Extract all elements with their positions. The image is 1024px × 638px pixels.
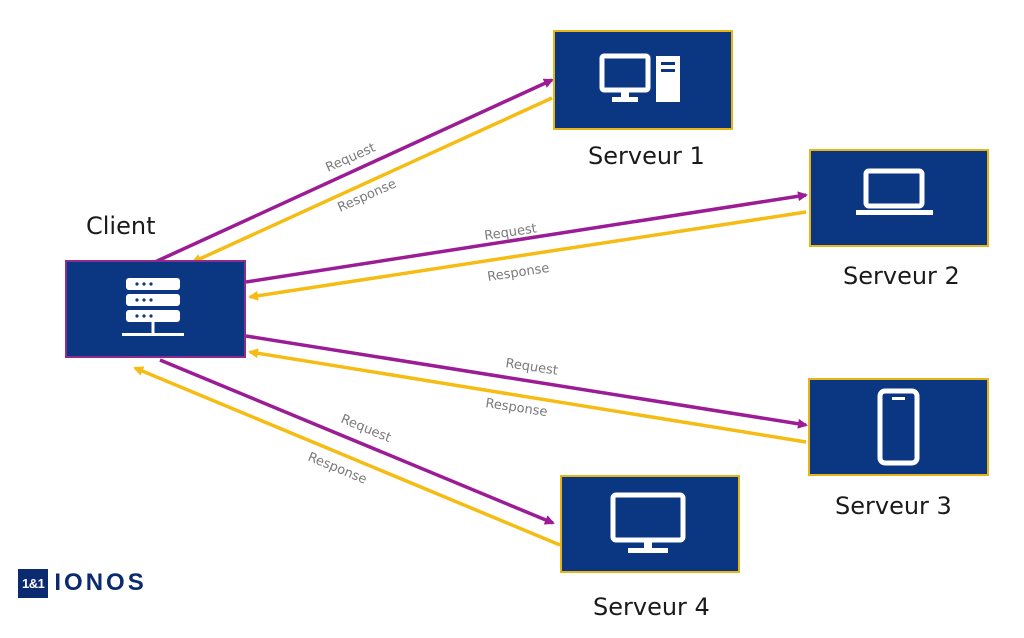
server-4-label: Serveur 4: [593, 593, 710, 621]
response-arrow: [248, 210, 807, 301]
server-2-label: Serveur 2: [843, 262, 960, 290]
logo-text: IONOS: [54, 569, 147, 596]
response-arrow: [133, 366, 561, 547]
laptop-icon: [856, 168, 933, 215]
client-node: [65, 260, 246, 358]
server-node-2: [809, 149, 989, 247]
connection-serveur-2: Request Response: [245, 191, 808, 301]
monitor-icon: [610, 492, 686, 553]
server-node-4: [560, 475, 740, 573]
ionos-logo: 1&1 IONOS: [18, 566, 147, 600]
request-arrow: [245, 334, 808, 429]
request-arrow: [159, 358, 555, 525]
server-1-label: Serveur 1: [588, 142, 705, 170]
logo-badge: 1&1: [18, 568, 49, 598]
response-label: Response: [305, 450, 368, 488]
server-node-1: [553, 30, 733, 130]
server-rack-icon: [122, 278, 184, 336]
connection-serveur-4: Request Response: [133, 358, 561, 547]
request-arrow: [245, 191, 808, 284]
client-label: Client: [86, 212, 156, 240]
request-arrow: [154, 78, 554, 264]
desktop-tower-icon: [599, 53, 680, 102]
connection-serveur-3: Request Response: [245, 334, 808, 444]
server-3-label: Serveur 3: [835, 492, 952, 520]
request-label: Request: [504, 356, 558, 379]
response-arrow: [191, 96, 553, 264]
server-node-3: [808, 378, 989, 476]
smartphone-icon: [877, 388, 920, 466]
response-arrow: [248, 348, 807, 444]
request-label: Request: [338, 412, 393, 446]
response-label: Response: [486, 261, 550, 285]
